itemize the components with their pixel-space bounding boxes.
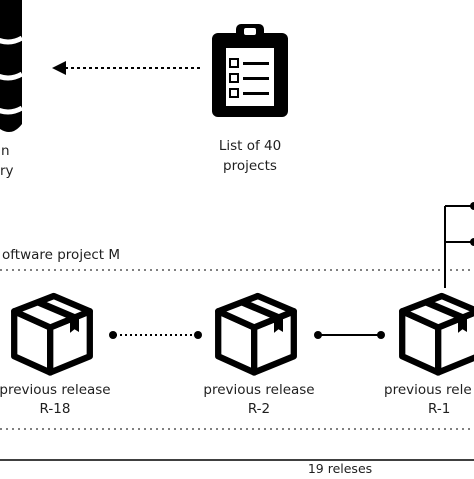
release-span-label: 19 releses <box>307 461 373 476</box>
release-r18-label-line1: previous release <box>0 382 111 398</box>
release-r18-label-line2: R-18 <box>39 401 71 417</box>
release-box-r1 <box>402 296 474 373</box>
release-r2-label-line2: R-2 <box>247 401 271 417</box>
database-icon <box>0 0 24 132</box>
release-r2-label-line1: previous release <box>203 382 315 398</box>
release-r1-label-line1: previous rele <box>384 382 472 398</box>
right-branch-connector <box>444 202 474 288</box>
release-box-r2 <box>218 296 294 373</box>
repository-label-line2: ry <box>0 163 14 179</box>
release-connector-dotted <box>109 331 202 339</box>
project-group-label: oftware project M <box>2 247 121 263</box>
clipboard-list-icon <box>212 24 288 117</box>
release-connector-solid <box>314 331 385 339</box>
release-r1-label-line2: R-1 <box>428 401 451 417</box>
repository-label-line1: n <box>1 143 10 159</box>
release-box-r18 <box>14 296 90 373</box>
project-list-label-line2: projects <box>223 158 277 174</box>
project-list-label-line1: List of 40 <box>218 138 282 154</box>
list-to-repository-arrow <box>52 61 200 75</box>
